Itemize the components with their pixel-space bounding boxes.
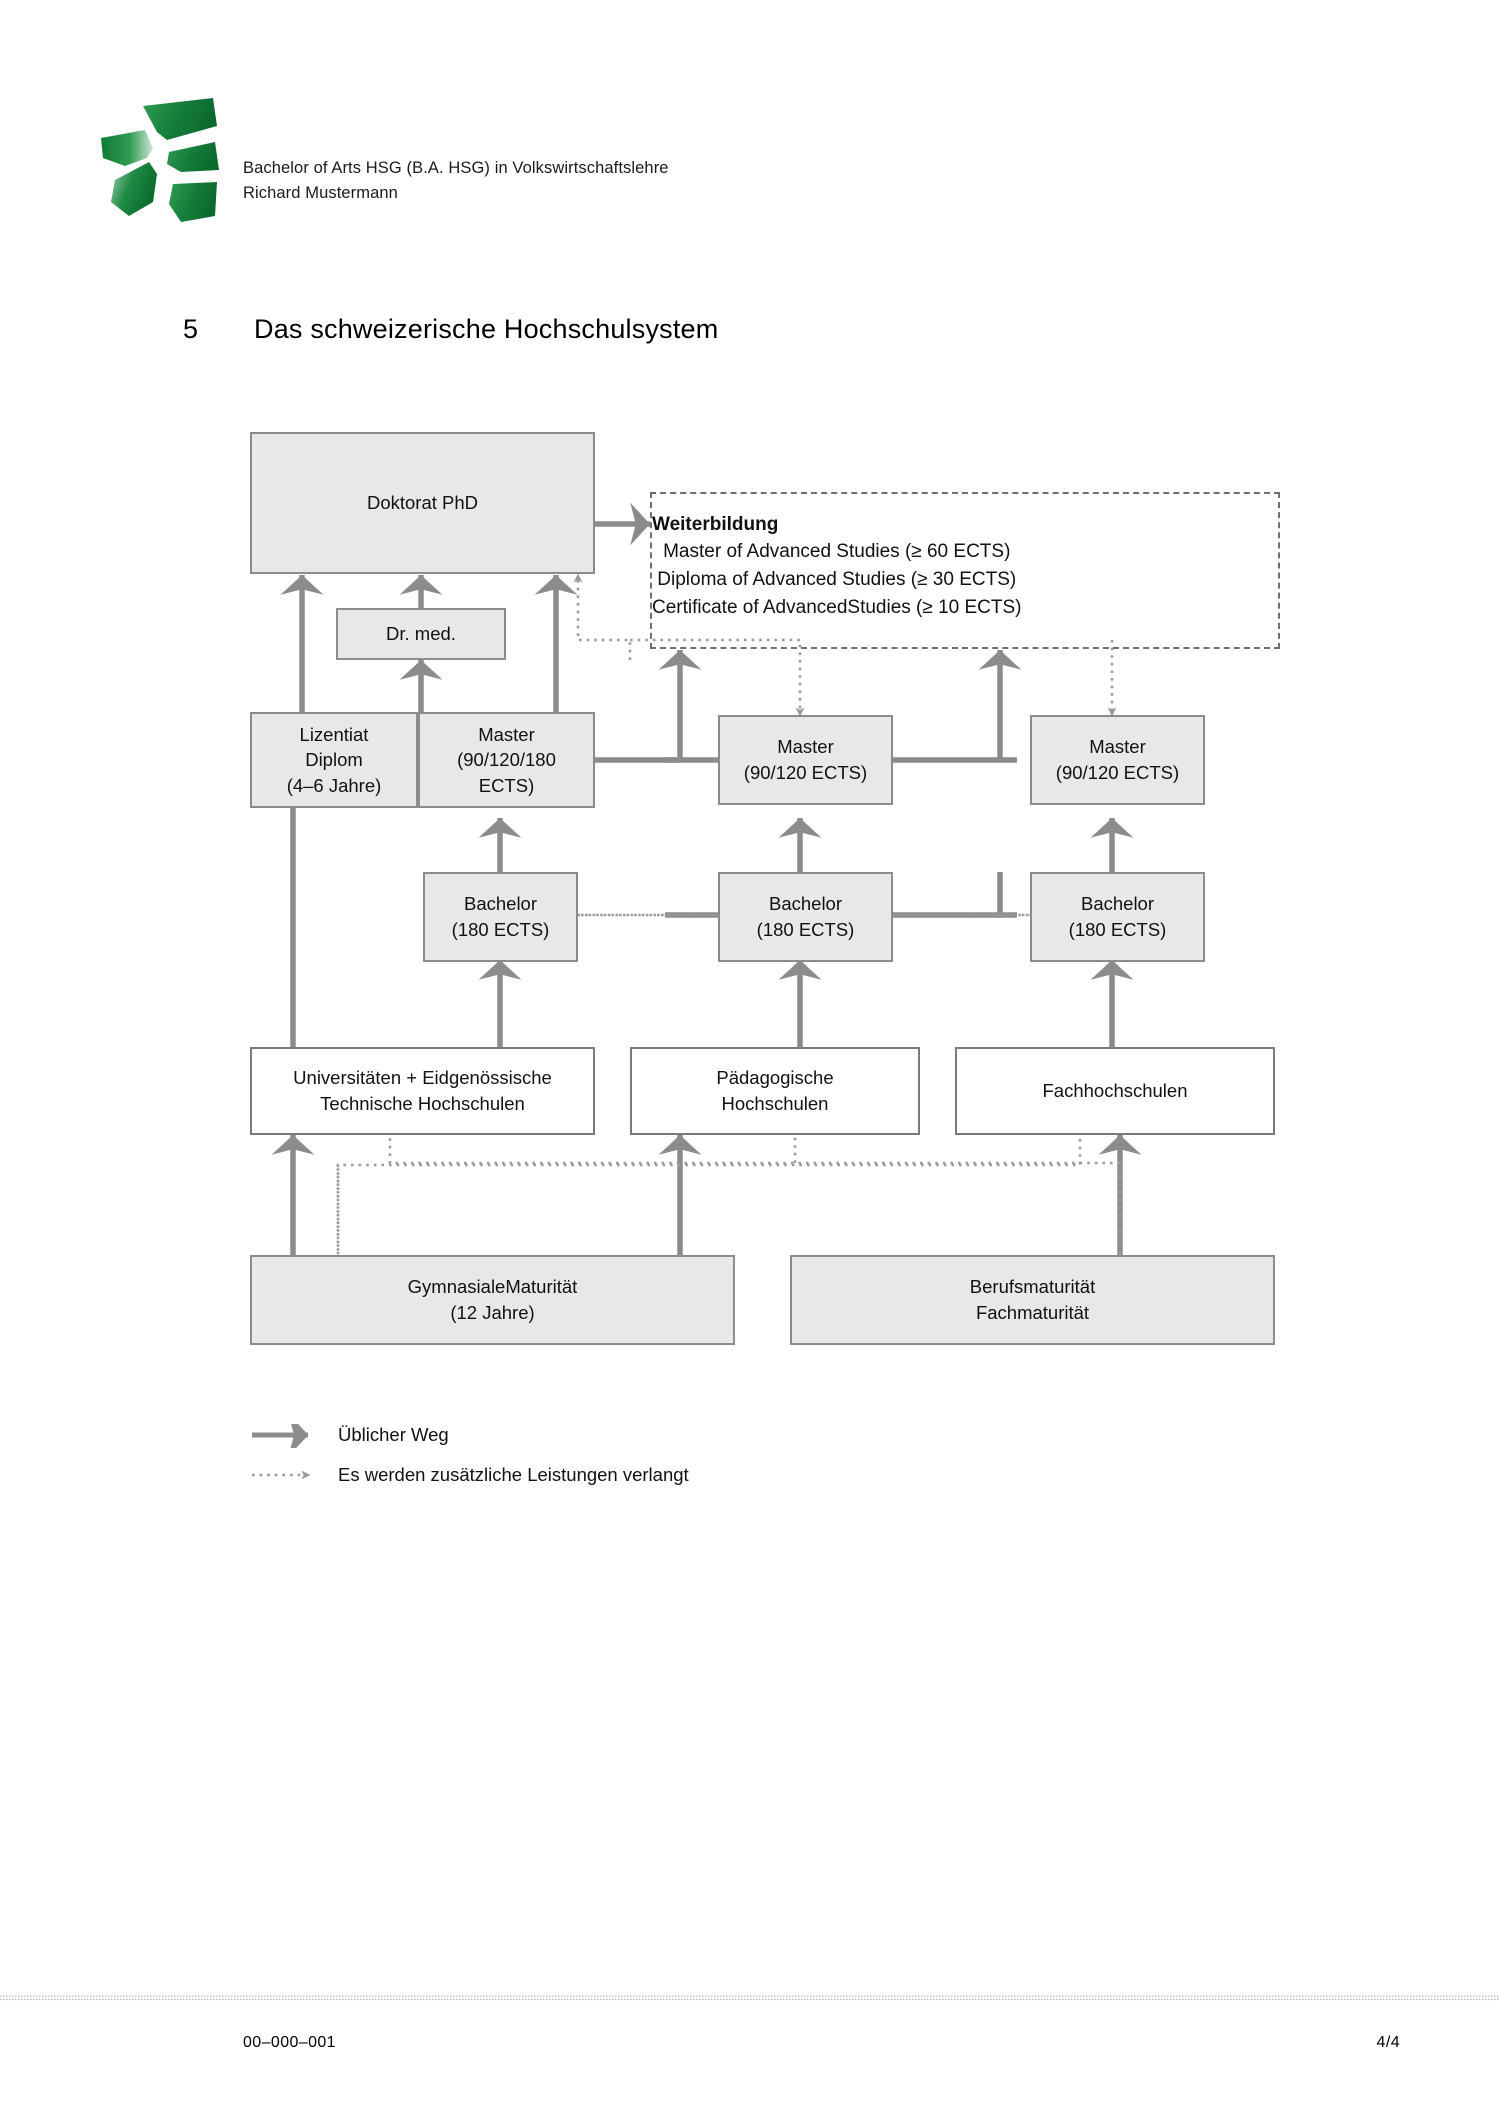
node-paedagogische-hochschulen-label: Pädagogische Hochschulen: [716, 1067, 834, 1114]
document-header: Bachelor of Arts HSG (B.A. HSG) in Volks…: [95, 96, 1395, 222]
legend-row-ueblicher-weg: Üblicher Weg: [252, 1414, 952, 1464]
section-heading: Das schweizerische Hochschulsystem: [254, 314, 719, 344]
node-weiterbildung-lines: Master of Advanced Studies (≥ 60 ECTS) D…: [652, 541, 1022, 619]
legend-label-zusaetzliche-leistungen: Es werden zusätzliche Leistungen verlang…: [338, 1464, 689, 1485]
node-doktorat-phd-label: Doktorat PhD: [366, 492, 479, 514]
node-bachelor-paedagogische[interactable]: Bachelor (180 ECTS): [718, 872, 893, 962]
node-fachhochschulen-label: Fachhochschulen: [1042, 1080, 1188, 1102]
node-master-paedagogische[interactable]: Master (90/120 ECTS): [718, 715, 893, 805]
node-lizentiat-diplom-label: Lizentiat Diplom (4–6 Jahre): [286, 723, 382, 796]
node-weiterbildung[interactable]: Weiterbildung Master of Advanced Studies…: [650, 492, 1280, 649]
node-master-universitaet-label: Master (90/120/180 ECTS): [457, 723, 556, 796]
node-master-universitaet[interactable]: Master (90/120/180 ECTS): [418, 712, 595, 808]
legend-label-ueblicher-weg: Üblicher Weg: [338, 1424, 449, 1445]
section-number: 5: [183, 314, 199, 344]
node-berufsmaturitaet-label: Berufsmaturität Fachmaturität: [969, 1276, 1096, 1323]
node-bachelor-fachhochschule-label: Bachelor (180 ECTS): [1068, 893, 1167, 940]
node-bachelor-universitaet-label: Bachelor (180 ECTS): [451, 893, 550, 940]
node-bachelor-paedagogische-label: Bachelor (180 ECTS): [756, 893, 855, 940]
legend-row-zusaetzliche-leistungen: Es werden zusätzliche Leistungen verlang…: [252, 1464, 952, 1504]
footer-page-number: 4/4: [1376, 2034, 1400, 2051]
node-master-fachhochschule-label: Master (90/120 ECTS): [1055, 736, 1180, 783]
node-berufsmaturitaet[interactable]: Berufsmaturität Fachmaturität: [790, 1255, 1275, 1345]
node-bachelor-fachhochschule[interactable]: Bachelor (180 ECTS): [1030, 872, 1205, 962]
node-dr-med-label: Dr. med.: [386, 623, 456, 645]
node-universitaeten-eth-label: Universitäten + Eidgenössische Technisch…: [293, 1067, 552, 1114]
node-weiterbildung-title: Weiterbildung: [652, 514, 779, 535]
hsg-logo: [95, 96, 223, 224]
footer-divider: [0, 1988, 1500, 2001]
diagram-legend: Üblicher Weg Es werden zusätzliche Leist…: [252, 1414, 952, 1504]
header-degree-line: Bachelor of Arts HSG (B.A. HSG) in Volks…: [243, 159, 669, 177]
node-doktorat-phd[interactable]: Doktorat PhD: [250, 432, 595, 574]
node-gymnasiale-maturitaet[interactable]: GymnasialeMaturität (12 Jahre): [250, 1255, 735, 1345]
node-fachhochschulen[interactable]: Fachhochschulen: [955, 1047, 1275, 1135]
node-paedagogische-hochschulen[interactable]: Pädagogische Hochschulen: [630, 1047, 920, 1135]
header-student-name: Richard Mustermann: [243, 184, 398, 203]
node-dr-med[interactable]: Dr. med.: [336, 608, 506, 660]
header-student-info: Bachelor of Arts HSG (B.A. HSG) in Volks…: [243, 156, 669, 206]
node-bachelor-universitaet[interactable]: Bachelor (180 ECTS): [423, 872, 578, 962]
solid-arrow-icon: [252, 1414, 332, 1456]
node-lizentiat-diplom[interactable]: Lizentiat Diplom (4–6 Jahre): [250, 712, 418, 808]
footer-document-number: 00–000–001: [243, 2034, 336, 2051]
node-master-paedagogische-label: Master (90/120 ECTS): [743, 736, 868, 783]
node-universitaeten-eth[interactable]: Universitäten + Eidgenössische Technisch…: [250, 1047, 595, 1135]
node-gymnasiale-maturitaet-label: GymnasialeMaturität (12 Jahre): [407, 1276, 578, 1323]
section-title: 5 Das schweizerische Hochschulsystem: [183, 314, 1183, 360]
dotted-arrow-icon: [252, 1464, 332, 1488]
node-master-fachhochschule[interactable]: Master (90/120 ECTS): [1030, 715, 1205, 805]
